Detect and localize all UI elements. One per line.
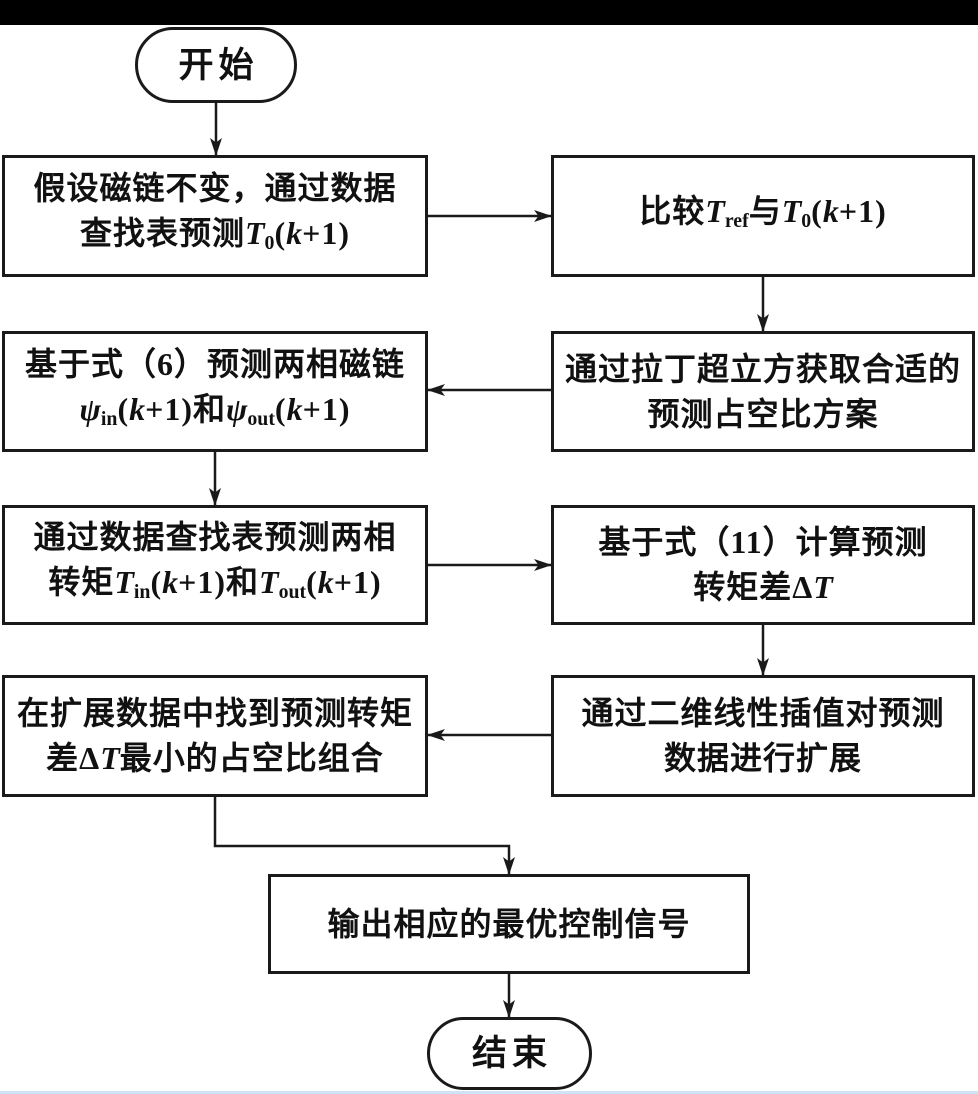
torque-error-box-label: 转矩差ΔT bbox=[693, 569, 833, 605]
find-min-box: 在扩展数据中找到预测转矩差ΔT最小的占空比组合 bbox=[2, 675, 428, 797]
bottom-strip bbox=[0, 1091, 978, 1094]
interpolation-box: 通过二维线性插值对预测数据进行扩展 bbox=[551, 675, 975, 797]
compare-tref-box: 比较Tref与T0(k+1) bbox=[551, 155, 975, 277]
output-box-label: 输出相应的最优控制信号 bbox=[327, 905, 691, 942]
latin-hypercube-box-label: 预测占空比方案 bbox=[647, 395, 879, 432]
predict-flux-box-label: 基于式（6）预测两相磁链 bbox=[24, 345, 405, 382]
predict-flux-box-label: ψin(k+1)和ψout(k+1) bbox=[79, 390, 351, 430]
output-box: 输出相应的最优控制信号 bbox=[268, 874, 750, 974]
predict-t0-box-label: 假设磁链不变，通过数据 bbox=[33, 170, 397, 207]
interpolation-box-label: 数据进行扩展 bbox=[663, 740, 862, 776]
predict-torque-box-label: 转矩Tin(k+1)和Tout(k+1) bbox=[48, 564, 382, 603]
predict-torque-box: 通过数据查找表预测两相转矩Tin(k+1)和Tout(k+1) bbox=[2, 505, 428, 625]
find-min-box-label: 在扩展数据中找到预测转矩 bbox=[16, 695, 413, 731]
find-min-box-label: 差ΔT最小的占空比组合 bbox=[46, 740, 384, 776]
compare-tref-box-label: 比较Tref与T0(k+1) bbox=[639, 192, 887, 232]
interpolation-box-label: 通过二维线性插值对预测 bbox=[581, 695, 945, 731]
predict-torque-box-label: 通过数据查找表预测两相 bbox=[33, 519, 397, 556]
end-terminal: 结束 bbox=[427, 1017, 592, 1090]
edge-findmin-to-output bbox=[213, 797, 515, 875]
torque-error-box-label: 基于式（11）计算预测 bbox=[598, 524, 928, 560]
start-terminal: 开始 bbox=[135, 27, 297, 103]
latin-hypercube-box: 通过拉丁超立方获取合适的预测占空比方案 bbox=[551, 331, 975, 452]
start-terminal-label: 开始 bbox=[178, 45, 259, 85]
predict-t0-box: 假设磁链不变，通过数据查找表预测T0(k+1) bbox=[2, 155, 428, 277]
end-terminal-label: 结束 bbox=[471, 1034, 552, 1073]
top-black-bar bbox=[0, 0, 978, 25]
predict-t0-box-label: 查找表预测T0(k+1) bbox=[79, 215, 351, 254]
latin-hypercube-box-label: 通过拉丁超立方获取合适的 bbox=[564, 350, 961, 387]
predict-flux-box: 基于式（6）预测两相磁链 ψin(k+1)和ψout(k+1) bbox=[2, 331, 428, 452]
torque-error-box: 基于式（11）计算预测转矩差ΔT bbox=[551, 505, 975, 625]
